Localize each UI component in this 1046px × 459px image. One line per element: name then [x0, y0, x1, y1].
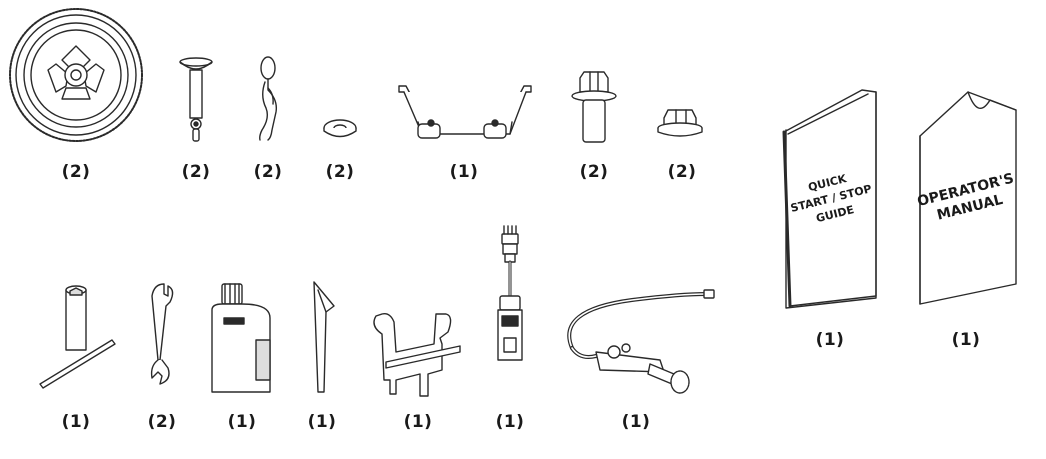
operators-manual-icon	[920, 92, 1016, 304]
spark-plug-wrench-icon	[40, 286, 115, 388]
flange-bolt-icon	[572, 72, 616, 142]
operators-manual-quantity: (1)	[951, 330, 981, 350]
wheel-quantity: (2)	[61, 162, 91, 182]
oil-funnel-quantity: (1)	[307, 412, 337, 432]
handle-bracket-quantity: (1)	[403, 412, 433, 432]
axle-pin-icon	[180, 58, 212, 141]
flange-nut-icon	[658, 110, 702, 136]
open-end-wrench-icon	[152, 284, 173, 384]
spark-plug-wrench-quantity: (1)	[61, 412, 91, 432]
wheel-icon	[10, 9, 142, 141]
support-bracket-icon	[399, 86, 531, 138]
support-bracket-quantity: (1)	[449, 162, 479, 182]
hair-pin-clip-icon	[260, 57, 277, 140]
oil-bottle-icon	[212, 284, 270, 392]
quick-start-guide-icon	[784, 90, 876, 308]
hair-pin-clip-quantity: (2)	[253, 162, 283, 182]
flange-nut-quantity: (2)	[667, 162, 697, 182]
regulator-hose-icon	[569, 290, 714, 393]
flange-bolt-quantity: (2)	[579, 162, 609, 182]
oil-funnel-icon	[314, 282, 334, 392]
adapter-cord-icon	[498, 226, 522, 360]
open-end-wrench-quantity: (2)	[147, 412, 177, 432]
oil-bottle-quantity: (1)	[227, 412, 257, 432]
washer-icon	[324, 120, 356, 137]
washer-quantity: (2)	[325, 162, 355, 182]
adapter-cord-quantity: (1)	[495, 412, 525, 432]
axle-pin-quantity: (2)	[181, 162, 211, 182]
quick-start-guide-quantity: (1)	[815, 330, 845, 350]
regulator-hose-quantity: (1)	[621, 412, 651, 432]
handle-bracket-icon	[374, 314, 460, 396]
